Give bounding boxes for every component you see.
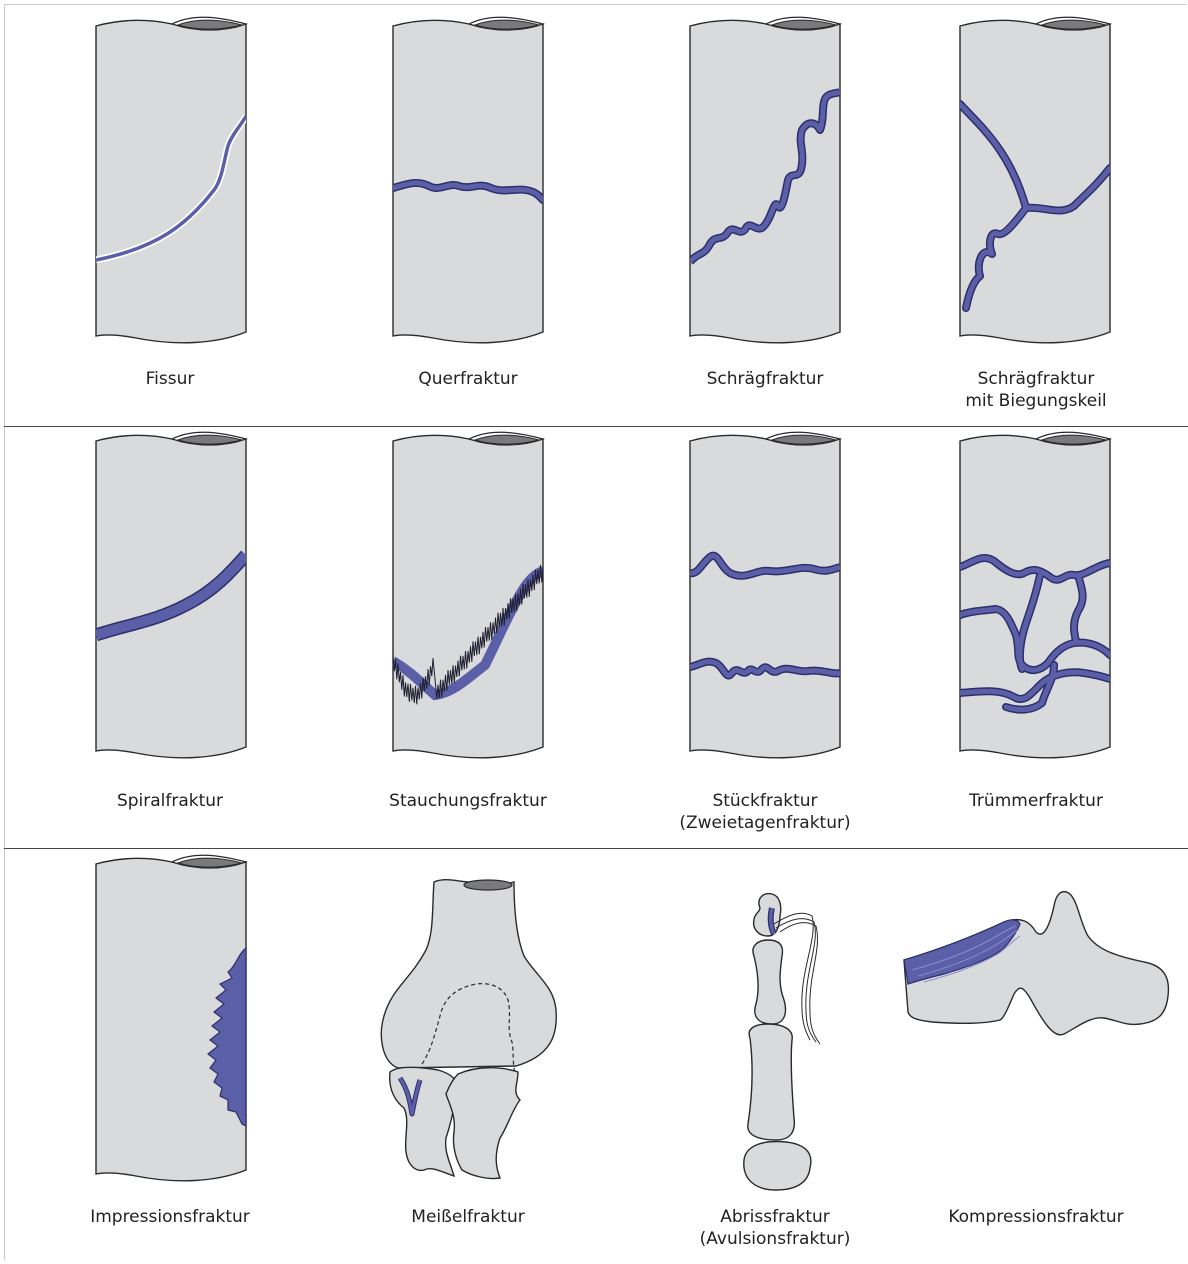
panel-transverse xyxy=(393,17,543,343)
phalanx-proximal xyxy=(748,1024,795,1140)
label-spiralfraktur: Spiralfraktur xyxy=(40,790,300,812)
label-kompressionsfraktur: Kompressionsfraktur xyxy=(906,1206,1166,1228)
panel-oblique xyxy=(690,17,840,343)
long-bone-shaft xyxy=(96,17,246,343)
long-bone-shaft xyxy=(96,432,246,758)
panel-avulsion xyxy=(744,894,820,1190)
phalanx-distal xyxy=(754,894,781,936)
marrow-cavity xyxy=(464,880,512,890)
metacarpal-head xyxy=(744,1142,811,1190)
label-abrissfraktur: Abrissfraktur (Avulsionsfraktur) xyxy=(645,1206,905,1250)
panel-compression xyxy=(904,892,1168,1035)
panel-spiral xyxy=(96,432,246,758)
long-bone-shaft xyxy=(690,17,840,343)
label-schraegfraktur: Schrägfraktur xyxy=(635,368,895,390)
radius-shape xyxy=(390,1067,458,1176)
label-fissur: Fissur xyxy=(40,368,300,390)
panel-impacted xyxy=(393,432,543,758)
panel-chisel xyxy=(381,880,556,1179)
label-stueckfraktur: Stückfraktur (Zweietagenfraktur) xyxy=(635,790,895,834)
panel-comminuted xyxy=(960,432,1110,758)
ulna-shape xyxy=(446,1068,520,1179)
label-meisselfraktur: Meißelfraktur xyxy=(338,1206,598,1228)
tendon xyxy=(774,913,820,1044)
label-querfraktur: Querfraktur xyxy=(338,368,598,390)
label-schraegfraktur-keil: Schrägfraktur mit Biegungskeil xyxy=(906,368,1166,412)
humerus-shape xyxy=(381,880,556,1068)
panel-wedge xyxy=(960,17,1110,343)
long-bone-shaft xyxy=(690,432,840,758)
label-truemmerfraktur: Trümmerfraktur xyxy=(906,790,1166,812)
label-stauchungsfraktur: Stauchungsfraktur xyxy=(338,790,598,812)
panel-depression xyxy=(96,855,246,1181)
panel-fissure xyxy=(96,17,246,343)
label-impressionsfraktur: Impressionsfraktur xyxy=(40,1206,300,1228)
panel-segmental xyxy=(690,432,840,758)
phalanx-middle xyxy=(753,940,786,1024)
long-bone-shaft xyxy=(960,17,1110,343)
